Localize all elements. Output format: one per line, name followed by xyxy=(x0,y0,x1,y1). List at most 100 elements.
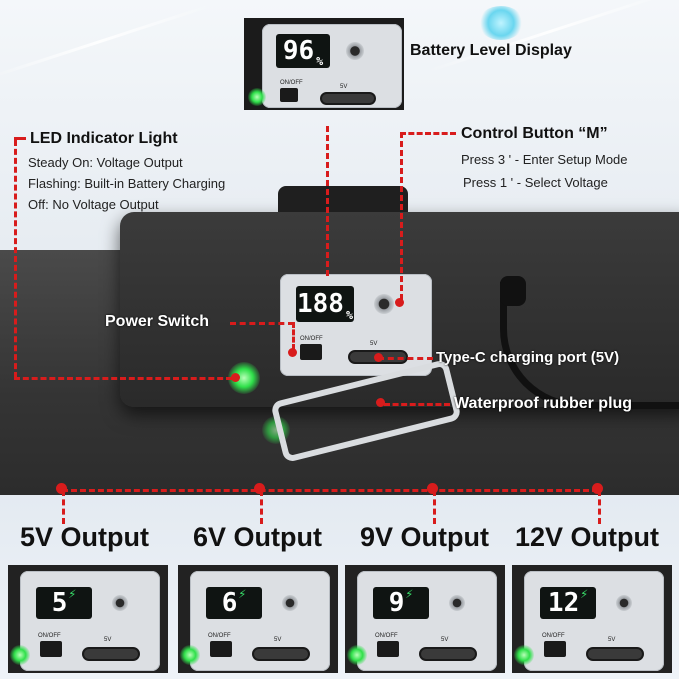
output-12v-button xyxy=(616,595,632,611)
battery-level-unit: % xyxy=(316,54,324,68)
output-5v-led xyxy=(10,645,30,665)
output-12v-lcd: 12⚡ xyxy=(540,587,596,619)
battery-panel-button xyxy=(346,42,364,60)
callout-line-plug xyxy=(384,403,450,406)
output-5v-port xyxy=(82,647,140,661)
output-9v-line xyxy=(433,490,436,524)
output-6v-lcd: 6⚡ xyxy=(206,587,262,619)
output-9v-switch-label: ON/OFF xyxy=(375,633,398,639)
callout-line-control-v xyxy=(400,132,403,300)
output-5v-switch-label: ON/OFF xyxy=(38,633,61,639)
control-line-select: Press 1 ' - Select Voltage xyxy=(463,175,608,190)
battery-switch-label: ON/OFF xyxy=(280,80,303,86)
callout-line-battery xyxy=(326,126,329,276)
led-indicator-title: LED Indicator Light xyxy=(30,130,178,147)
battery-level-value: 96 xyxy=(282,36,315,66)
callout-line-power-v xyxy=(292,322,295,350)
callout-dot-control xyxy=(395,298,404,307)
device-lid-handle xyxy=(278,186,408,212)
control-button-title: Control Button “M” xyxy=(461,125,608,142)
callout-line-typec xyxy=(378,357,433,360)
output-12v-value: 12 xyxy=(547,588,580,618)
output-9v-port xyxy=(419,647,477,661)
output-9v-dot xyxy=(427,483,438,494)
output-5v-lcd: 5⚡ xyxy=(36,587,92,619)
led-line-off: Off: No Voltage Output xyxy=(28,197,159,212)
output-5v-port-label: 5V xyxy=(104,637,112,643)
led-line-steady: Steady On: Voltage Output xyxy=(28,155,183,170)
output-6v-port xyxy=(252,647,310,661)
output-6v-dot xyxy=(254,483,265,494)
waterproof-title: Waterproof rubber plug xyxy=(454,395,633,412)
output-5v-thumbnail: 5⚡ ON/OFF 5V xyxy=(8,565,168,673)
callout-dot-plug xyxy=(376,398,385,407)
output-12v-dot xyxy=(592,483,603,494)
output-9v-panel: 9⚡ ON/OFF 5V xyxy=(357,571,497,671)
output-6v-switch xyxy=(210,641,232,657)
output-5v-line xyxy=(62,490,65,524)
output-5v-value: 5 xyxy=(51,588,68,618)
callout-dot-power xyxy=(288,348,297,357)
callout-line-led-v xyxy=(14,140,17,378)
cable-gland xyxy=(500,276,526,306)
output-9v-lcd: 9⚡ xyxy=(373,587,429,619)
output-6v-value: 6 xyxy=(221,588,238,618)
main-lcd-unit: % xyxy=(345,308,353,322)
control-line-setup: Press 3 ' - Enter Setup Mode xyxy=(461,152,628,167)
callout-dot-led xyxy=(231,373,240,382)
callout-line-power-h xyxy=(230,322,294,325)
output-9v-switch xyxy=(377,641,399,657)
main-control-panel: 188% ON/OFF 5V xyxy=(280,274,432,376)
battery-panel-port xyxy=(320,92,376,105)
power-switch-title: Power Switch xyxy=(105,313,210,330)
output-9v-button xyxy=(449,595,465,611)
output-6v-label: 6V Output xyxy=(193,522,322,552)
glow-light xyxy=(478,6,524,40)
output-5v-panel: 5⚡ ON/OFF 5V xyxy=(20,571,160,671)
output-6v-line xyxy=(260,490,263,524)
output-12v-panel: 12⚡ ON/OFF 5V xyxy=(524,571,664,671)
main-switch-label: ON/OFF xyxy=(300,336,323,342)
battery-panel-switch xyxy=(280,88,298,102)
output-9v-label: 9V Output xyxy=(360,522,489,552)
led-line-flashing: Flashing: Built-in Battery Charging xyxy=(28,176,226,191)
main-lcd-value: 188 xyxy=(296,289,344,319)
output-12v-switch-label: ON/OFF xyxy=(542,633,565,639)
battery-level-title: Battery Level Display xyxy=(410,42,572,59)
power-cable xyxy=(500,282,679,409)
output-9v-port-label: 5V xyxy=(441,637,449,643)
output-6v-port-label: 5V xyxy=(274,637,282,643)
output-6v-panel: 6⚡ ON/OFF 5V xyxy=(190,571,330,671)
output-12v-port xyxy=(586,647,644,661)
main-port-label: 5V xyxy=(370,341,378,347)
battery-port-label: 5V xyxy=(340,84,348,90)
output-12v-led xyxy=(514,645,534,665)
battery-panel-led xyxy=(248,88,266,106)
callout-line-led-top xyxy=(14,137,26,140)
led-reflection xyxy=(262,416,290,444)
output-5v-label: 5V Output xyxy=(20,522,149,552)
callout-dot-typec xyxy=(374,353,383,362)
typec-title: Type-C charging port (5V) xyxy=(436,349,620,366)
output-12v-thumbnail: 12⚡ ON/OFF 5V xyxy=(512,565,672,673)
battery-panel: 96% ON/OFF 5V xyxy=(262,24,402,108)
battery-level-lcd: 96% xyxy=(276,34,330,68)
output-12v-line xyxy=(598,490,601,524)
output-9v-thumbnail: 9⚡ ON/OFF 5V xyxy=(345,565,505,673)
output-5v-switch xyxy=(40,641,62,657)
outputs-connector-line xyxy=(62,489,598,492)
output-9v-led xyxy=(347,645,367,665)
control-button-m[interactable] xyxy=(374,294,394,314)
callout-line-control-h xyxy=(400,132,456,135)
output-12v-label: 12V Output xyxy=(515,522,660,552)
output-6v-button xyxy=(282,595,298,611)
output-5v-dot xyxy=(56,483,67,494)
output-6v-switch-label: ON/OFF xyxy=(208,633,231,639)
output-9v-value: 9 xyxy=(388,588,405,618)
callout-line-led-h xyxy=(14,377,232,380)
output-6v-thumbnail: 6⚡ ON/OFF 5V xyxy=(178,565,338,673)
battery-display-photo: 96% ON/OFF 5V xyxy=(244,18,404,110)
output-5v-button xyxy=(112,595,128,611)
main-power-switch[interactable] xyxy=(300,344,322,360)
output-12v-switch xyxy=(544,641,566,657)
